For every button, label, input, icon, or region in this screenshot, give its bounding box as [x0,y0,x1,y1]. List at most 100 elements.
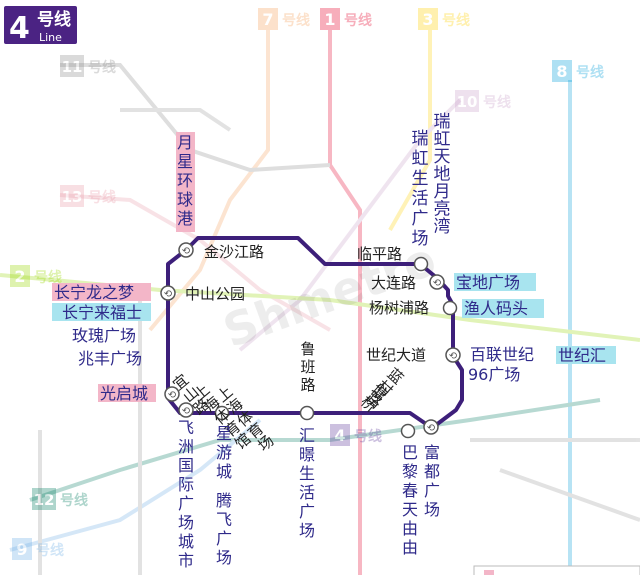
legend-fragment [473,565,640,575]
transfer-circle [178,402,194,418]
bg-label-chip [60,55,84,77]
poi-yuexing: 月星环球港 [177,133,193,228]
line-1-track [328,30,362,575]
poi-ruihong-shenghuo-text: 瑞虹生活广场 [412,129,429,249]
bg-label-word: 号线 [344,12,372,29]
line-10-track [238,98,462,352]
bg-label-line-10: 10 号线 [455,90,511,112]
station-marker-shanghaitiyuguan[interactable]: ⟲ [178,402,194,418]
line-badge-word: 号线 [37,9,71,30]
bg-label-number: 4 [334,426,345,445]
poi-labels: 长宁龙之梦 长宁来福士 玫瑰广场 兆丰广场 光启城 宝地广场 渔人码头 世纪汇 [54,273,606,403]
transfer-icon: ⟲ [182,246,191,257]
poi-xingyoucheng-text: 星游城 [216,424,232,481]
poi-fudu: 富都广场 [424,443,440,519]
station-marker-jinshajianglu[interactable]: ⟲ [178,242,194,258]
bg-label-chip [32,488,56,510]
bg-label-word: 号线 [354,428,382,445]
bg-label-line-12: 12 号线 [32,488,88,510]
transfer-circle [178,242,194,258]
transfer-icon: ⟲ [427,423,436,434]
poi-meigui: 玫瑰广场 [72,326,136,345]
line-7-track [148,30,270,332]
bg-label-line-13: 13 号线 [60,185,116,207]
transfer-circle [429,274,445,290]
poi-guangqicheng: 光启城 [100,384,148,403]
highlight-changning-longzhimeng [52,283,151,301]
highlight-baodi [454,273,536,291]
highlight-changning-laifushi [52,303,151,321]
bg-label-number: 8 [556,62,567,81]
station-label-linpinglu: 临平路 [357,245,402,263]
bg-label-chip [552,60,572,82]
line-9-track [9,418,262,552]
background-network [0,30,640,575]
station-marker-lancunlu[interactable]: ⟲ [423,419,439,435]
poi-shijihui: 世纪汇 [558,346,606,365]
background-line-labels: 7 号线 1 号线 3 号线 11 号线 8 号线 10 号线 [10,8,604,560]
station-marker-yishanlu[interactable]: ⟲ [164,386,180,402]
bg-label-word: 号线 [576,64,604,81]
station-label-shijidadao: 世纪大道 [366,346,426,364]
transfer-icon: ⟲ [168,390,177,401]
bg-label-chip [330,424,350,446]
station-marker-yangshupulu[interactable] [442,300,458,316]
bg-label-chip [60,185,84,207]
bg-label-line-2: 2 号线 [10,265,62,287]
poi-xingyoucheng: 星游城 [216,424,232,481]
poi-zhaofeng: 兆丰广场 [78,349,142,368]
poi-yuren: 渔人码头 [464,299,528,318]
poi-ruihong-tiandi: 瑞虹天地月亮湾 [434,112,451,237]
bg-label-chip [455,90,479,112]
poi-huigao-text: 汇暻生活广场 [299,426,315,540]
bg-label-chip [10,265,30,287]
station-marker-tangqiao[interactable] [400,423,416,439]
bg-label-word: 号线 [88,189,116,206]
line-badge-bg [4,6,77,44]
bg-label-word: 号线 [36,542,64,559]
poi-bali-text: 巴黎春天由由 [402,443,418,557]
station-marker-shijidadao[interactable]: ⟲ [445,347,461,363]
bg-label-line-11: 11 号线 [60,55,116,77]
bg-label-word: 号线 [483,94,511,111]
bg-label-chip [258,8,278,30]
vertical-poi-labels: 月星环球港 瑞虹生活广场 瑞虹天地月亮湾 飞洲国际广场城市 星游城 腾飞广场 汇… [177,112,534,570]
poi-feizhou: 飞洲国际广场城市 [178,418,194,570]
transfer-icon: ⟲ [433,278,442,289]
line-badge-number: 4 [9,11,30,46]
transfer-icon: ⟲ [449,351,458,362]
bg-label-number: 12 [34,491,55,509]
bg-label-number: 2 [14,267,25,286]
bg-label-number: 3 [422,10,433,29]
line-12-track [29,398,601,502]
bg-label-number: 9 [16,540,27,559]
station-marker-lubanlu[interactable] [299,405,315,421]
bg-label-word: 号线 [442,12,470,29]
bg-label-chip [320,8,340,30]
station-marker-shanghaitiyuchang[interactable] [214,405,230,421]
transfer-icon: ⟲ [164,289,173,300]
station-marker-dalianlu[interactable]: ⟲ [429,274,445,290]
station-marker-zhongshangongyuan[interactable]: ⟲ [160,285,176,301]
line-4-badge: 4 号线 Line [4,6,77,46]
station-marker-linpinglu[interactable] [413,256,429,272]
bg-label-word: 号线 [282,12,310,29]
poi-huigao: 汇暻生活广场 [299,426,315,540]
bg-label-line-7: 7 号线 [258,8,310,30]
misc-grey-track [38,108,640,575]
transfer-circle [160,285,176,301]
station-label-jinshajianglu: 金沙江路 [204,243,264,261]
bg-label-number: 7 [262,10,273,29]
station-label-dalianlu: 大连路 [371,274,416,292]
poi-yuexing-text: 月星环球港 [177,133,193,228]
highlight-guangqicheng [98,384,156,402]
bg-label-chip [12,538,32,560]
bg-label-number: 10 [457,93,478,111]
poi-tengfei-text: 腾飞广场 [216,491,232,567]
poi-fudu-text: 富都广场 [424,443,440,519]
station-labels: 金沙江路 中山公园 临平路 大连路 杨树浦路 世纪大道 [185,243,429,364]
bg-label-word: 号线 [60,492,88,509]
